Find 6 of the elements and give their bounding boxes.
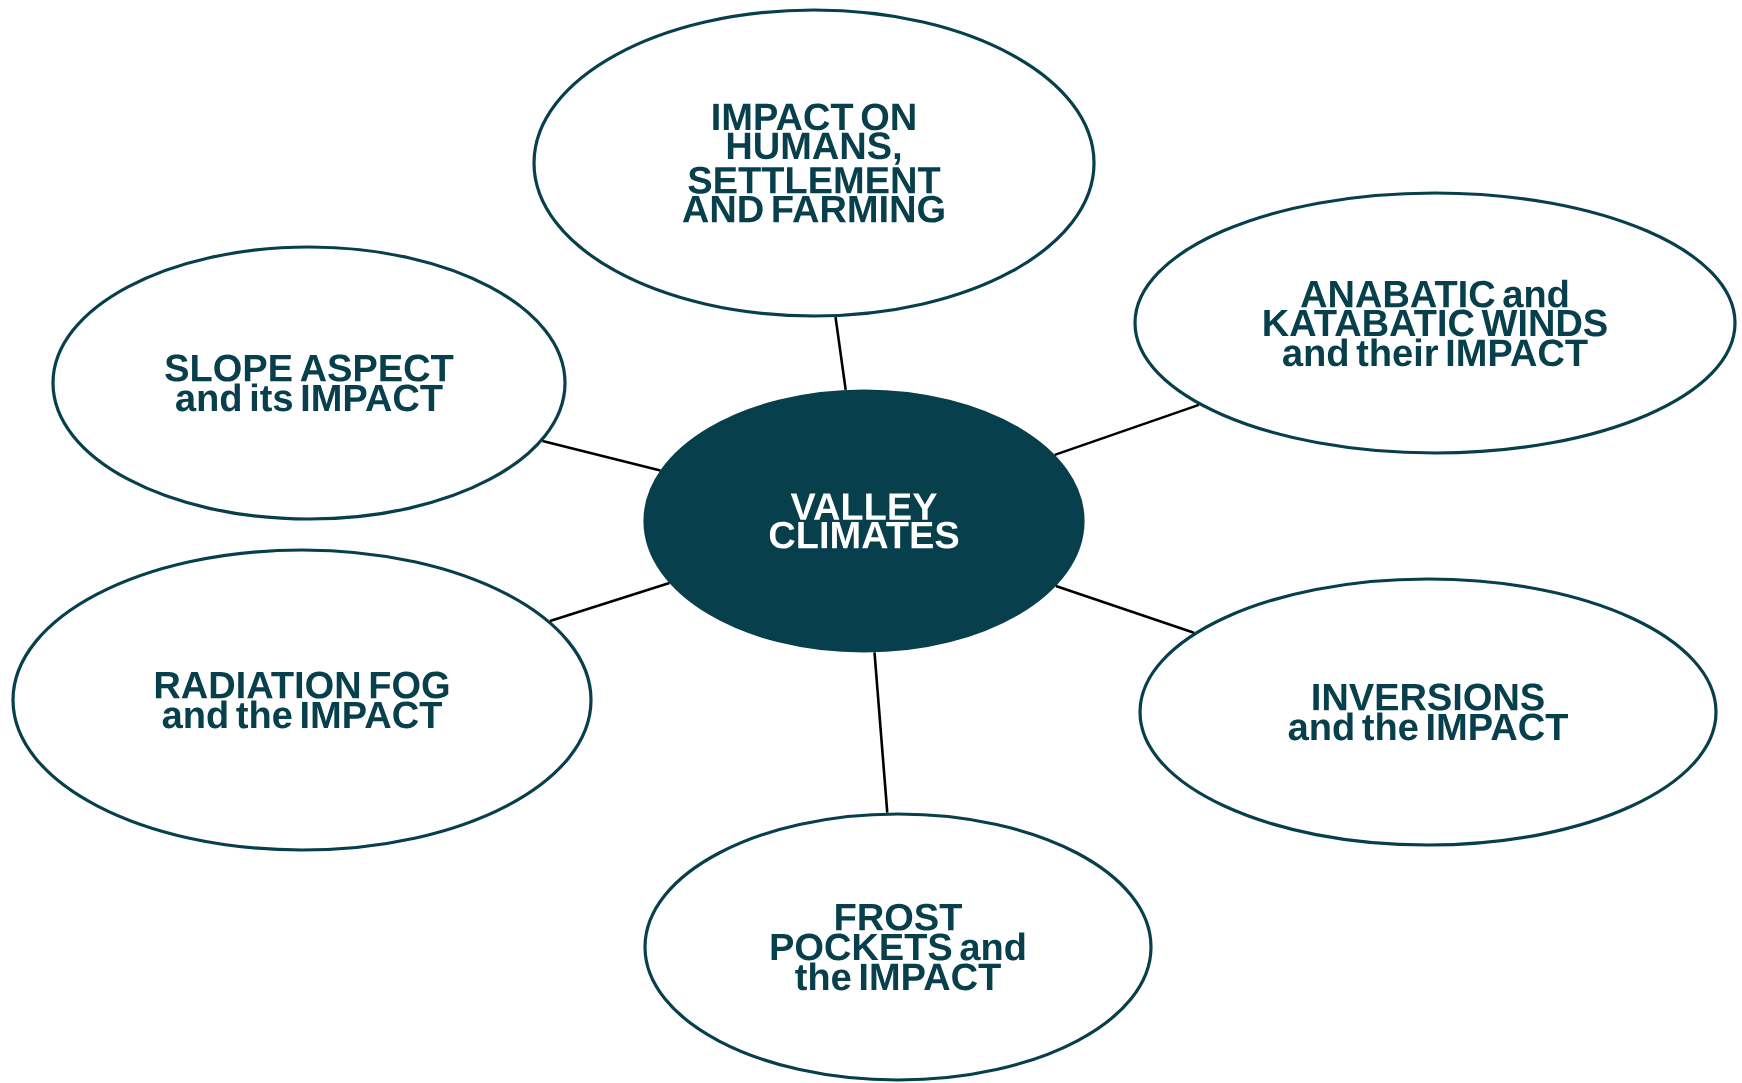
connector-line — [1054, 403, 1200, 457]
connector-line — [1055, 584, 1195, 634]
connector-line — [834, 316, 847, 391]
connector-line — [873, 652, 889, 813]
connector-line — [542, 439, 661, 472]
connector-line — [549, 581, 670, 623]
